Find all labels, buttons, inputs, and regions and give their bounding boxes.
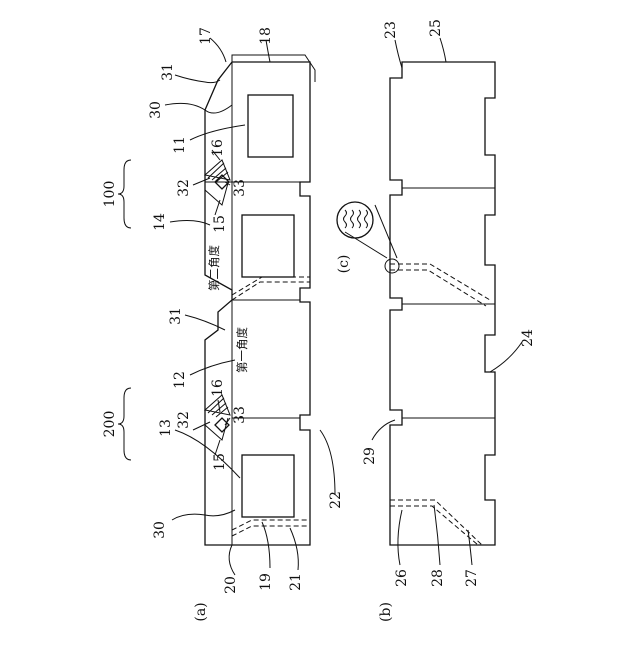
callout-17: 17: [198, 27, 214, 45]
figure-a-brackets: [118, 160, 131, 460]
figure-b-label: (b): [378, 602, 394, 622]
callout-22: 22: [328, 491, 344, 509]
callout-19: 19: [258, 573, 274, 591]
figure-b-leaders: [372, 38, 522, 565]
callout-100: 100: [102, 181, 118, 208]
callout-15-bot: 15: [212, 453, 228, 471]
callout-26: 26: [394, 569, 410, 587]
callout-33-bot: 33: [232, 406, 248, 424]
callout-25: 25: [428, 19, 444, 37]
callout-28: 28: [430, 569, 446, 587]
callout-13: 13: [158, 419, 174, 437]
figure-b-outline: [337, 62, 495, 545]
callout-27: 27: [464, 569, 480, 587]
callout-21: 21: [288, 573, 304, 591]
callout-32-top: 32: [176, 179, 192, 197]
figure-b-callouts: 23 25 24 29 26 28 27 (c) (b): [336, 19, 536, 622]
angle-second-label: 第二角度: [207, 245, 221, 291]
callout-30-bot: 30: [152, 521, 168, 539]
figure-a-callouts: 17 18 31 30 11 16 32 33 100 14 15 31 200…: [102, 27, 344, 622]
callout-29: 29: [362, 447, 378, 465]
callout-31-mid: 31: [168, 307, 184, 325]
callout-11: 11: [172, 136, 188, 154]
callout-200: 200: [102, 411, 118, 438]
callout-18: 18: [258, 27, 274, 45]
callout-14: 14: [152, 213, 168, 231]
angle-first-label: 第一角度: [235, 327, 249, 373]
callout-23: 23: [383, 21, 399, 39]
callout-20: 20: [223, 576, 239, 594]
callout-24: 24: [520, 329, 536, 347]
callout-30-top: 30: [148, 101, 164, 119]
callout-16-bot: 16: [210, 379, 226, 397]
callout-15-top: 15: [212, 215, 228, 233]
callout-31-top: 31: [160, 63, 176, 81]
callout-16-top: 16: [210, 139, 226, 157]
figure-c-label: (c): [336, 255, 352, 274]
callout-12: 12: [172, 371, 188, 389]
callout-33-top: 33: [232, 179, 248, 197]
figure-a-label: (a): [193, 602, 209, 621]
callout-32-bot: 32: [176, 411, 192, 429]
